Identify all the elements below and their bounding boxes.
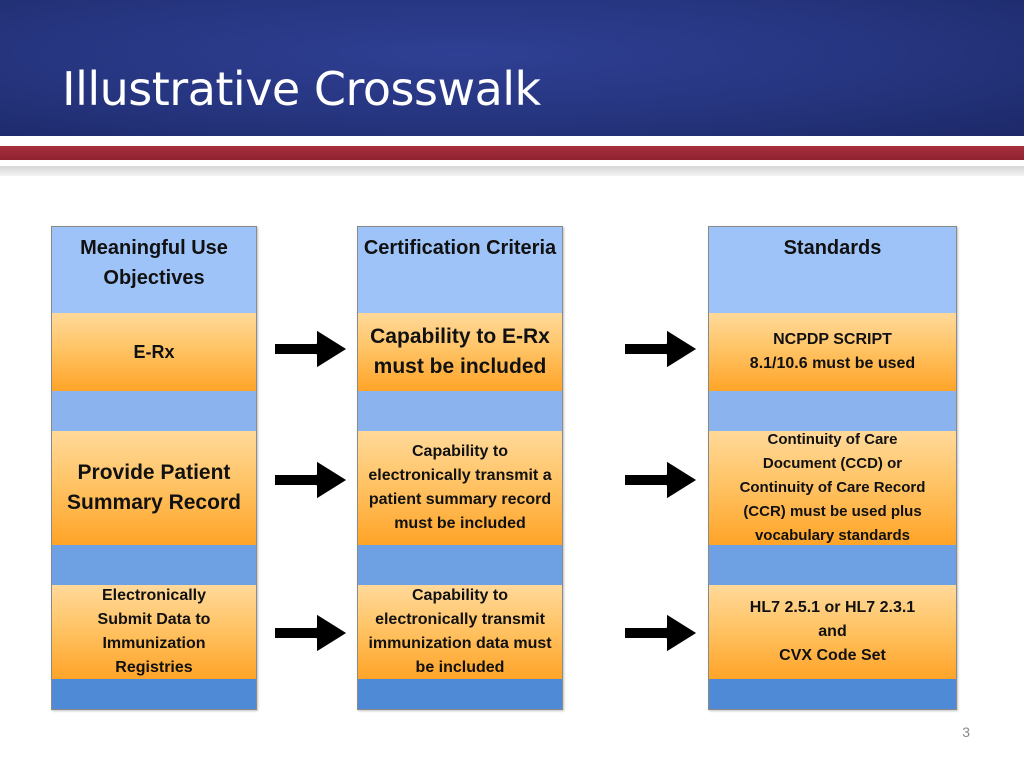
separator-band	[709, 679, 956, 709]
page-number: 3	[962, 724, 970, 740]
separator-band	[52, 679, 256, 709]
column-meaningful-use-objectives: Meaningful Use Objectives E-Rx Provide P…	[51, 226, 257, 710]
separator-band	[52, 545, 256, 585]
column-header-label: Certification Criteria	[363, 237, 557, 259]
separator-band	[358, 391, 562, 431]
slide-title: Illustrative Crosswalk	[62, 62, 541, 116]
separator-band	[709, 545, 956, 585]
right-arrow-icon	[273, 328, 349, 370]
right-arrow-icon	[623, 459, 699, 501]
right-arrow-icon	[623, 612, 699, 654]
separator-band	[709, 391, 956, 431]
column-standards: Standards NCPDP SCRIPT 8.1/10.6 must be …	[708, 226, 957, 710]
right-arrow-icon	[273, 459, 349, 501]
criteria-cell-immunization: Capability to electronically transmit im…	[358, 585, 562, 679]
column-header: Standards	[709, 227, 956, 313]
separator-band	[358, 545, 562, 585]
objective-cell-immunization: Electronically Submit Data to Immunizati…	[52, 585, 256, 679]
right-arrow-icon	[623, 328, 699, 370]
right-arrow-icon	[273, 612, 349, 654]
title-bar: Illustrative Crosswalk	[0, 0, 1024, 136]
column-header-label: Meaningful Use Objectives	[80, 237, 228, 289]
column-certification-criteria: Certification Criteria Capability to E-R…	[357, 226, 563, 710]
column-header: Certification Criteria	[358, 227, 562, 313]
column-header: Meaningful Use Objectives	[52, 227, 256, 313]
accent-stripe	[0, 146, 1024, 160]
divider-shadow	[0, 166, 1024, 176]
standards-cell-summary-record: Continuity of Care Document (CCD) or Con…	[709, 431, 956, 545]
standards-cell-erx: NCPDP SCRIPT 8.1/10.6 must be used	[709, 313, 956, 391]
criteria-cell-erx: Capability to E-Rx must be included	[358, 313, 562, 391]
separator-band	[52, 391, 256, 431]
objective-cell-erx: E-Rx	[52, 313, 256, 391]
objective-cell-summary-record: Provide Patient Summary Record	[52, 431, 256, 545]
criteria-cell-summary-record: Capability to electronically transmit a …	[358, 431, 562, 545]
separator-band	[358, 679, 562, 709]
standards-cell-immunization: HL7 2.5.1 or HL7 2.3.1 and CVX Code Set	[709, 585, 956, 679]
column-header-label: Standards	[783, 237, 882, 259]
